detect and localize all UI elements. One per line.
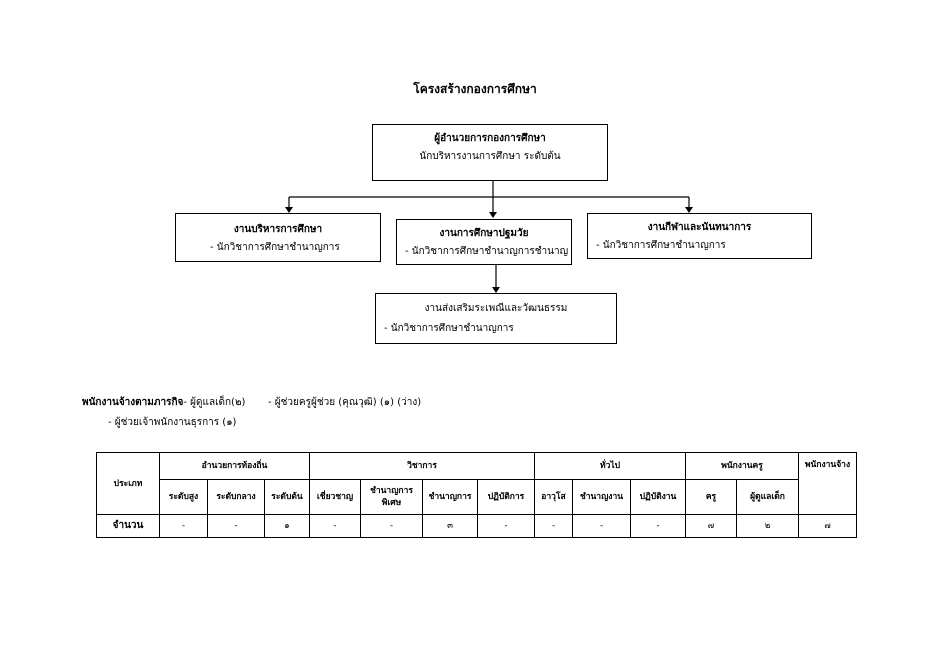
arrow-left-icon [285,207,293,213]
group-local-admin: อำนวยการท้องถิ่น [159,452,310,480]
sub-header: ชำนาญการ [422,479,478,515]
table-row: จำนวน - - ๑ - - ๓ - - - - ๗ ๒ ๗ [96,514,858,538]
count-cell: - [207,514,265,538]
count-cell: - [572,514,631,538]
arrow-right-icon [685,207,693,213]
unit-box-early-childhood: งานการศึกษาปฐมวัย - นักวิชาการศึกษาชำนาญ… [396,219,572,265]
unit-staff: - นักวิชาการศึกษาชำนาญการ [596,240,726,251]
sub-header: ชำนาญการพิเศษ [360,479,423,515]
unit-staff: - นักวิชาการศึกษาชำนาญการ [210,242,340,253]
row-header-type: ประเภท [96,452,160,515]
count-cell: - [159,514,208,538]
unit-title: งานกีฬาและนันทนาการ [647,222,752,233]
sub-header: ปฏิบัติงาน [630,479,686,515]
sub-header: ระดับต้น [264,479,310,515]
contract-staff-label: พนักงานจ้างตามภารกิจ [82,397,184,408]
count-cell: ๗ [685,514,737,538]
count-cell: ๒ [735,514,800,538]
group-employees: พนักงานจ้าง [798,452,858,515]
sub-header: ระดับกลาง [207,479,265,515]
unit-box-sports: งานกีฬาและนันทนาการ - นักวิชาการศึกษาชำน… [587,213,812,259]
director-title: ผู้อำนวยการกองการศึกษา [434,133,546,144]
director-subtitle: นักบริหารงานการศึกษา ระดับต้น [419,151,561,162]
sub-header: ครู [685,479,737,515]
sub-header: ผู้ดูแลเด็ก [735,479,800,515]
count-cell: - [630,514,686,538]
sub-header: ระดับสูง [159,479,208,515]
count-cell: - [477,514,535,538]
contract-staff-item3: - ผู้ช่วยเจ้าพนักงานธุรการ (๑) [108,417,237,428]
group-general: ทั่วไป [534,452,686,480]
count-cell: ๓ [422,514,478,538]
sub-header: ชำนาญงาน [572,479,631,515]
group-teachers: พนักงานครู [684,452,800,480]
contract-staff-item1: - ผู้ดูแลเด็ก(๒) [183,397,246,408]
count-label: จำนวน [96,514,160,538]
contract-staff-item2: - ผู้ช่วยครูผู้ช่วย (คุณวุฒิ) (๑) (ว่าง) [268,397,422,408]
unit-box-admin: งานบริหารการศึกษา - นักวิชาการศึกษาชำนาญ… [175,213,381,262]
unit-staff: - นักวิชาการศึกษาชำนาญการชำนาญ [405,246,569,257]
unit-title: งานการศึกษาปฐมวัย [439,228,529,239]
count-cell: - [534,514,573,538]
subunit-staff: - นักวิชาการศึกษาชำนาญการ [384,323,514,334]
count-cell: - [360,514,423,538]
arrow-sub-icon [492,287,500,293]
subunit-title: งานส่งเสริมระเพณีและวัฒนธรรม [424,303,568,314]
unit-title: งานบริหารการศึกษา [233,224,323,235]
sub-header: ปฏิบัติการ [477,479,535,515]
director-box: ผู้อำนวยการกองการศึกษา นักบริหารงานการศึ… [372,124,608,181]
group-academic: วิชาการ [309,452,535,480]
count-cell: ๗ [798,514,858,538]
subunit-box-culture: งานส่งเสริมระเพณีและวัฒนธรรม - นักวิชากา… [375,293,617,344]
count-cell: ๑ [264,514,310,538]
arrow-center-icon [489,212,497,218]
sub-header: อาวุโส [534,479,573,515]
page-title: โครงสร้างกองการศึกษา [413,82,537,96]
staff-count-table: ประเภท อำนวยการท้องถิ่น วิชาการ ทั่วไป พ… [96,452,858,538]
sub-header: เชี่ยวชาญ [309,479,361,515]
contract-staff-line1: พนักงานจ้างตามภารกิจ- ผู้ดูแลเด็ก(๒) [82,395,245,410]
count-cell: - [309,514,361,538]
